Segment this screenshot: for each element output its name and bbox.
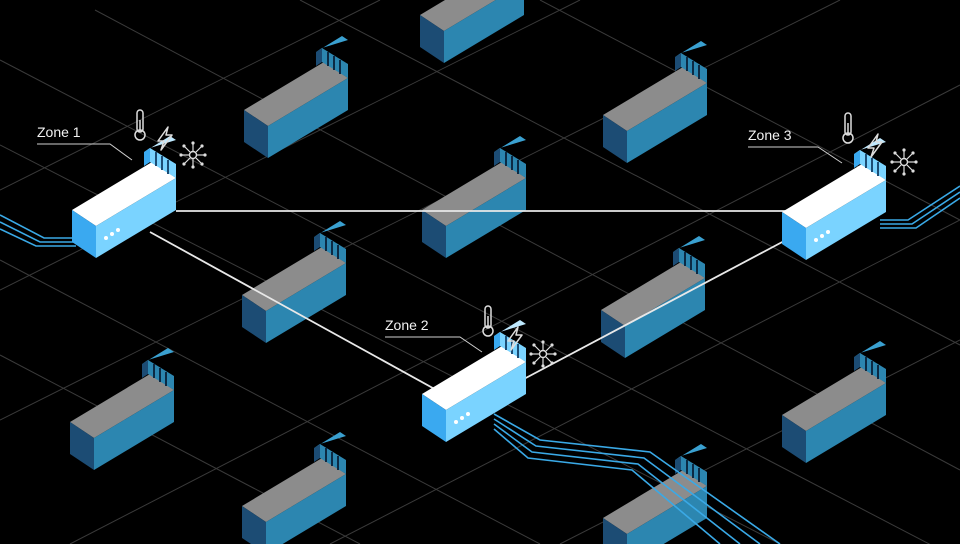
zone-2-label-group: Zone 2 bbox=[385, 305, 558, 369]
network-node-icon bbox=[528, 339, 558, 369]
zone-3-block bbox=[781, 137, 887, 261]
zone-2-label: Zone 2 bbox=[385, 317, 429, 333]
zone-1-label-group: Zone 1 bbox=[37, 109, 208, 170]
network-node-icon bbox=[889, 147, 919, 177]
zone-3-label-group: Zone 3 bbox=[748, 112, 919, 177]
server-block bbox=[69, 347, 175, 471]
lightning-icon bbox=[867, 133, 883, 158]
link-zone2-zone3 bbox=[521, 239, 787, 381]
server-block bbox=[602, 40, 708, 164]
server-block bbox=[241, 220, 347, 344]
thermometer-icon bbox=[134, 109, 146, 141]
network-cables bbox=[0, 185, 960, 544]
link-zone1-zone2 bbox=[149, 231, 441, 393]
thermometer-icon bbox=[482, 305, 494, 337]
server-block bbox=[241, 431, 347, 544]
server-blocks bbox=[69, 0, 887, 544]
lightning-icon bbox=[157, 126, 173, 151]
server-block bbox=[781, 340, 887, 464]
zone-1-label: Zone 1 bbox=[37, 124, 81, 140]
thermometer-icon bbox=[842, 112, 854, 144]
server-block bbox=[421, 135, 527, 259]
server-block bbox=[600, 235, 706, 359]
network-node-icon bbox=[178, 140, 208, 170]
zone-3-label: Zone 3 bbox=[748, 127, 792, 143]
zone-links bbox=[149, 210, 787, 393]
